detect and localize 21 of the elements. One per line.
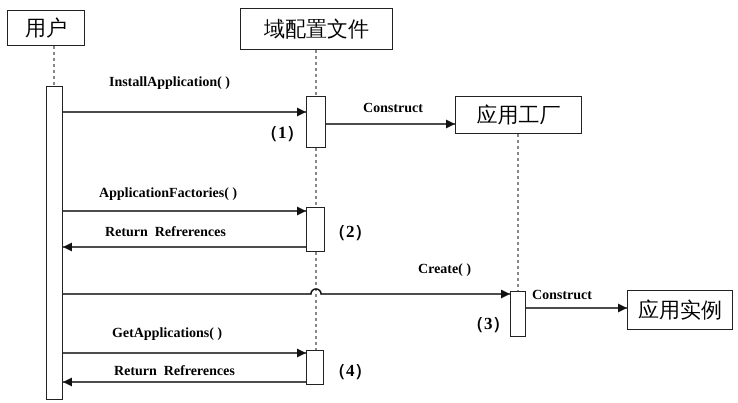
edge-label: Create( ) xyxy=(417,262,472,277)
step-number: （2） xyxy=(329,221,372,243)
message-arrow xyxy=(326,120,455,128)
step-number: （4） xyxy=(329,360,372,382)
edge-label: ApplicationFactories( ) xyxy=(98,186,238,201)
step-number: （1） xyxy=(261,122,304,144)
message-arrow xyxy=(63,108,306,116)
lifeline-head-box: 应用实例 xyxy=(627,290,733,330)
message-arrow xyxy=(63,242,306,252)
activation-bar xyxy=(46,86,63,400)
lifeline-head-box: 域配置文件 xyxy=(240,8,393,50)
lifeline-head-box: 应用工厂 xyxy=(455,96,582,134)
message-arrow xyxy=(63,348,306,358)
lifeline-head-box: 用户 xyxy=(7,10,85,46)
message-arrow xyxy=(63,288,510,298)
message-arrow xyxy=(526,304,627,312)
step-number: （3） xyxy=(467,313,510,335)
edge-label: InstallApplication( ) xyxy=(108,75,231,90)
message-arrow xyxy=(63,378,306,386)
message-arrow xyxy=(63,206,306,216)
edge-label: GetApplications( ) xyxy=(111,326,224,341)
